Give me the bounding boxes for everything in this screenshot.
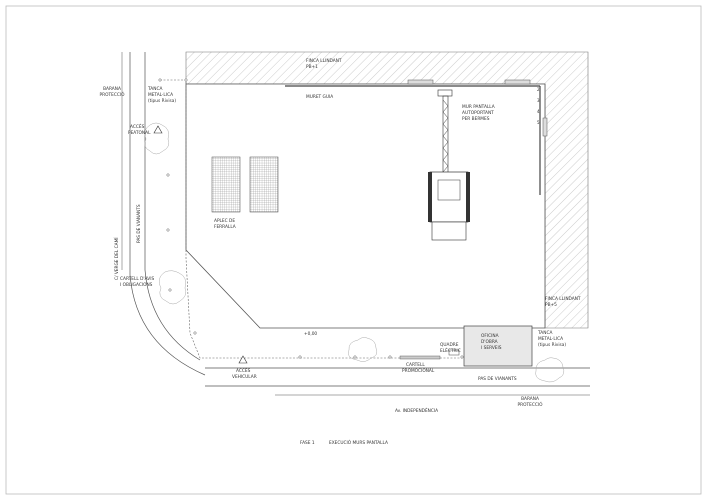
index-mark: 2 xyxy=(537,87,540,92)
label-tanca-left: TANCA xyxy=(147,86,162,92)
label-cartell-promo: CARTELL xyxy=(406,362,425,368)
label-oficina-2: D'OBRA xyxy=(481,339,498,345)
label-cartell-promo-2: PROMOCIONAL xyxy=(402,368,435,374)
index-mark: 5 xyxy=(537,120,540,125)
label-barana-top: BARANA xyxy=(103,86,121,92)
label-mur-pantalla-3: PER BERMES xyxy=(462,116,490,122)
label-muret-guia: MURET GUIA xyxy=(306,94,333,100)
label-aplec-2: FERRALLA xyxy=(214,224,236,230)
label-acces-vehicular: ACCÉS xyxy=(236,366,251,374)
label-quadre-2: ELÈCTRIC xyxy=(440,346,461,354)
label-cota: +0,00 xyxy=(304,331,317,337)
rebar-stack-2 xyxy=(249,156,279,213)
sidewalk-edge-left-2 xyxy=(129,52,206,376)
sidewalk-edge-left xyxy=(144,52,201,361)
fence-posts xyxy=(158,78,464,359)
metal-fence-left xyxy=(160,79,462,359)
label-acces-peatonal-2: PEATONAL xyxy=(128,130,151,136)
label-cartell-avis: CARTELL D'AVIS xyxy=(120,276,154,282)
piling-rig-icon xyxy=(428,89,470,241)
promo-sign xyxy=(399,355,441,360)
label-tanca-right: TANCA xyxy=(537,330,552,336)
label-oficina-3: I SERVEIS xyxy=(481,345,502,351)
label-barana-bottom-2: PROTECCIÓ xyxy=(518,401,544,408)
vehicle-access-icon xyxy=(238,355,248,364)
label-finca-right: FINCA LLINDANT xyxy=(545,296,581,302)
index-mark: 4 xyxy=(537,109,540,114)
label-tanca-right-2: METAL·LICA xyxy=(538,336,563,342)
index-mark: 3 xyxy=(537,98,540,103)
label-mur-pantalla-2: AUTOPORTANT xyxy=(462,110,494,116)
label-tanca-left-3: (tipus Rivisa) xyxy=(148,98,176,104)
label-fase-title: EXECUCIÓ MURS PANTALLA xyxy=(329,439,388,446)
wall-panel-2 xyxy=(504,79,531,85)
label-mur-pantalla: MUR PANTALLA xyxy=(462,104,495,110)
rebar-stack-1 xyxy=(211,156,241,213)
label-fase: FASE 1 xyxy=(300,440,315,446)
label-aplec: APLEC DE xyxy=(214,218,235,224)
label-street-bottom: Av. INDEPENDÈNCIA xyxy=(395,406,438,414)
label-tanca-right-3: (tipus Rivisa) xyxy=(538,342,566,348)
label-pas-vianants-bottom: PAS DE VIANANTS xyxy=(478,376,517,382)
label-finca-right-2: PB+5 xyxy=(545,302,557,308)
label-oficina: OFICINA xyxy=(481,333,499,339)
label-barana-bottom: BARANA xyxy=(521,396,539,402)
label-cartell-avis-2: I OBLIGACIONS xyxy=(120,282,153,288)
electrical-panel xyxy=(448,349,460,356)
wall-panel-3 xyxy=(542,117,548,137)
label-acces-peatonal: ACCÉS xyxy=(130,122,145,130)
label-finca-top: FINCA LLINDANT xyxy=(306,58,342,64)
label-tanca-left-2: METAL·LICA xyxy=(148,92,173,98)
label-quadre: QUADRE xyxy=(440,342,459,348)
pedestrian-access-icon xyxy=(153,125,163,134)
label-finca-top-2: PB+1 xyxy=(306,64,318,70)
tree-icons xyxy=(144,122,565,383)
label-pas-vianants-left: PAS DE VIANANTS xyxy=(136,204,142,243)
site-office xyxy=(463,325,533,367)
label-acces-vehicular-2: VEHICULAR xyxy=(232,374,257,380)
label-street-left: C/ VERGE DEL CAMÍ xyxy=(113,237,120,280)
label-barana-top-2: PROTECCIÓ xyxy=(100,91,126,98)
sheet-frame xyxy=(5,5,702,495)
wall-panel-1 xyxy=(407,79,434,85)
